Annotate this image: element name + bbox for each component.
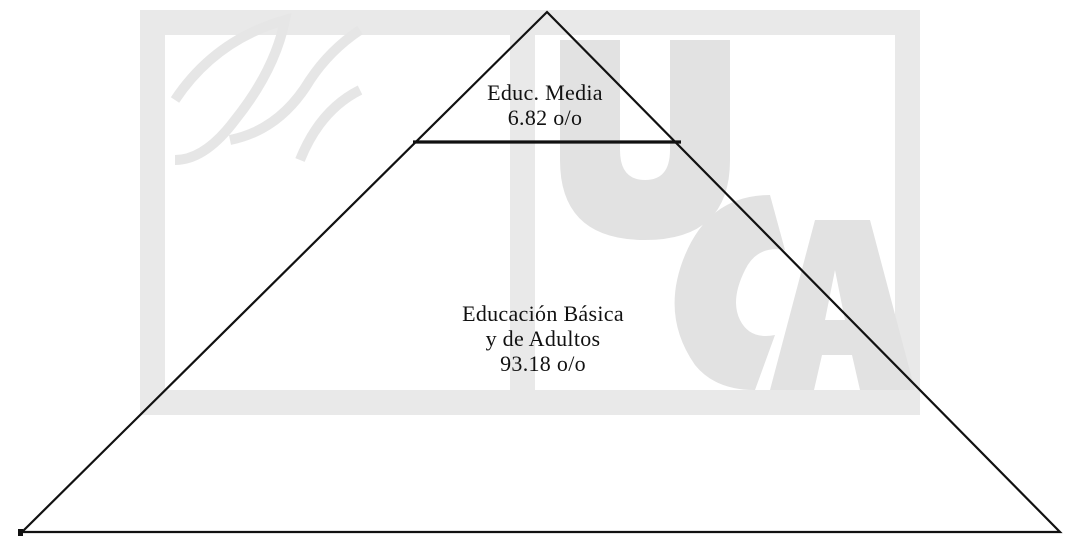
tier-basica-name-line2: y de Adultos xyxy=(485,326,601,351)
tier-basica-percent: 93.18 o/o xyxy=(500,351,586,376)
tier-educ-media-name: Educ. Media xyxy=(487,80,603,105)
tier-basica-name-line1: Educación Básica xyxy=(462,301,624,326)
tier-educ-media-label: Educ. Media 6.82 o/o xyxy=(430,80,660,130)
tier-basica-adultos-label: Educación Básica y de Adultos 93.18 o/o xyxy=(393,301,693,376)
tier-educ-media-percent: 6.82 o/o xyxy=(507,105,583,130)
left-corner-mark xyxy=(18,529,23,536)
pyramid-triangle xyxy=(19,10,1063,534)
